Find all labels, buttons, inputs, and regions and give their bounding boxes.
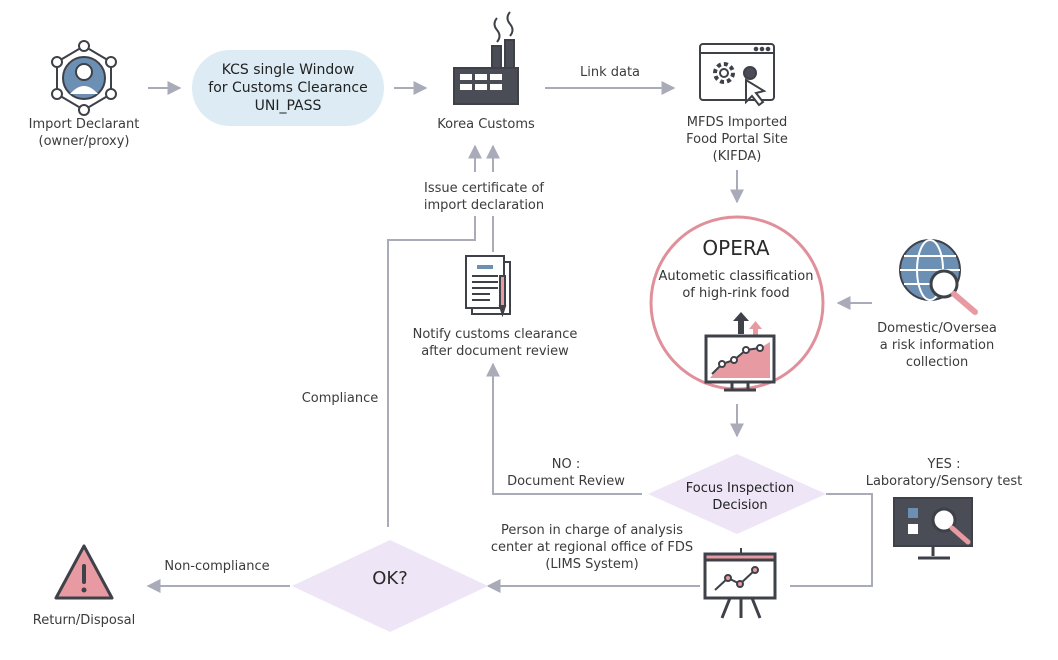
link-data-label: Link data xyxy=(579,65,641,80)
return-disposal-label: Return/Disposal xyxy=(32,613,136,628)
document-pen-icon xyxy=(465,255,511,318)
yes-line xyxy=(790,493,873,587)
chart-monitor-icon xyxy=(704,312,776,392)
issue-certificate-label: Issue certificate of import declaration xyxy=(423,181,545,213)
ok-diamond xyxy=(292,540,488,632)
lab-monitor-icon xyxy=(893,497,973,560)
website-gears-icon xyxy=(699,43,775,107)
non-compliance-label: Non-compliance xyxy=(164,559,270,574)
yes-laboratory-label: YES : Laboratory/Sensory test xyxy=(865,457,1023,489)
kcs-window-node: KCS single Window for Customs Clearance … xyxy=(192,50,384,126)
connectors xyxy=(146,81,873,593)
no-document-review-label: NO : Document Review xyxy=(507,457,625,489)
factory-icon xyxy=(453,11,519,105)
warning-icon xyxy=(54,544,114,600)
person-network-icon xyxy=(51,40,117,116)
notify-clearance-label: Notify customs clearance after document … xyxy=(412,327,578,359)
ok-decision-label: OK? xyxy=(372,568,408,589)
import-declarant-label: Import Declarant (owner/proxy) xyxy=(28,117,140,149)
easel-chart-icon xyxy=(703,548,777,619)
opera-subtitle: Autometic classification of high-rink fo… xyxy=(658,269,814,301)
compliance-line xyxy=(387,216,476,527)
mfds-portal-label: MFDS Imported Food Portal Site (KIFDA) xyxy=(686,115,788,164)
analysis-center-label: Person in charge of analysis center at r… xyxy=(490,523,694,572)
opera-title: OPERA xyxy=(702,236,770,260)
globe-search-icon xyxy=(899,239,978,315)
risk-collection-label: Domestic/Oversea a risk information coll… xyxy=(877,321,997,370)
focus-inspection-diamond xyxy=(648,454,826,534)
arrow-no-document-review xyxy=(486,362,642,495)
compliance-label: Compliance xyxy=(301,391,379,406)
korea-customs-label: Korea Customs xyxy=(437,117,535,132)
focus-decision-label: Focus Inspection Decision xyxy=(685,481,795,513)
